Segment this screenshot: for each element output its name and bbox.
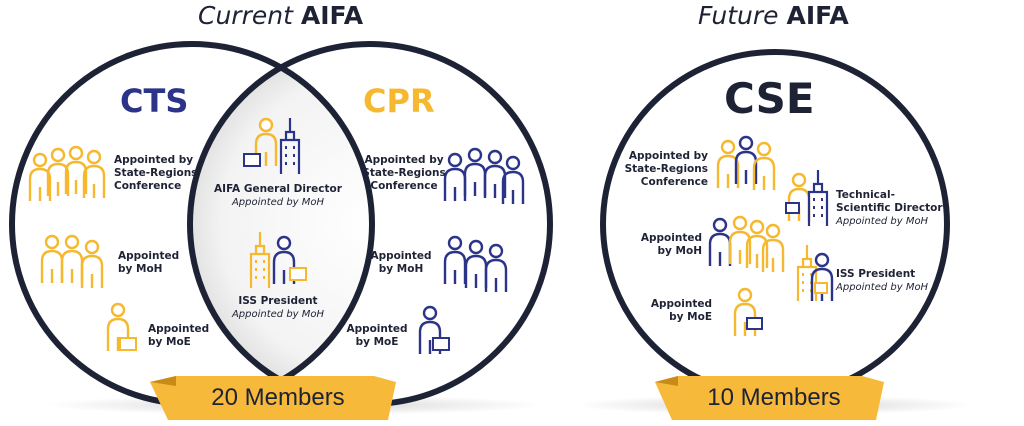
center-iss-label: ISS President: [238, 295, 318, 307]
future-members-count: 10 Members: [707, 384, 841, 411]
center-director-label: AIFA General Director: [214, 183, 342, 195]
cse-director-sub: Appointed by MoH: [836, 216, 929, 227]
cse-iss-block: ISS President Appointed by MoH: [836, 268, 946, 294]
cts-group-moe-icon: [106, 302, 137, 353]
cpr-label-moe: Appointed by MoE: [346, 323, 408, 348]
current-members-ribbon: [150, 376, 396, 420]
cpr-group-moe-icon: [418, 305, 450, 356]
cts-label-src: Appointed by State-Regions Conference: [114, 154, 198, 192]
future-members-ribbon: [655, 376, 884, 420]
cpr-label-moh: Appointed by MoH: [370, 250, 432, 275]
cse-name: CSE: [724, 74, 815, 123]
cse-director-icon: [785, 168, 829, 228]
cpr-name: CPR: [363, 82, 435, 120]
cts-label-moe: Appointed by MoE: [148, 323, 210, 348]
cse-iss-label: ISS President: [836, 268, 916, 280]
cts-name: CTS: [120, 82, 189, 120]
cse-iss-icon: [796, 243, 834, 303]
center-iss-sub: Appointed by MoH: [231, 309, 325, 320]
cts-label-moh: Appointed by MoH: [118, 250, 180, 275]
future-aifa-title: Future AIFA: [698, 1, 849, 30]
center-iss-icon: [249, 230, 307, 290]
cse-label-moh: Appointed by MoH: [640, 232, 702, 257]
center-director-icon: [243, 116, 301, 176]
cse-label-src: Appointed by State-Regions Conference: [624, 150, 708, 188]
title-current-bold: AIFA: [300, 1, 364, 30]
current-aifa-title: Current AIFA: [198, 1, 363, 30]
cse-iss-sub: Appointed by MoH: [836, 282, 929, 293]
title-future-bold: AIFA: [786, 1, 849, 30]
cpr-label-src: Appointed by State-Regions Conference: [362, 154, 446, 192]
cse-label-moe: Appointed by MoE: [650, 298, 712, 323]
center-director-block: AIFA General Director Appointed by MoH: [208, 183, 348, 209]
center-iss-block: ISS President Appointed by MoH: [208, 295, 348, 321]
center-director-sub: Appointed by MoH: [231, 197, 325, 208]
title-current-prefix: Current: [198, 1, 293, 30]
cse-group-moe-icon: [733, 287, 763, 338]
cse-director-label: Technical-Scientific Director: [836, 189, 943, 214]
current-members-count: 20 Members: [211, 384, 345, 411]
title-future-prefix: Future: [698, 1, 779, 30]
cse-director-block: Technical-Scientific Director Appointed …: [836, 189, 946, 228]
